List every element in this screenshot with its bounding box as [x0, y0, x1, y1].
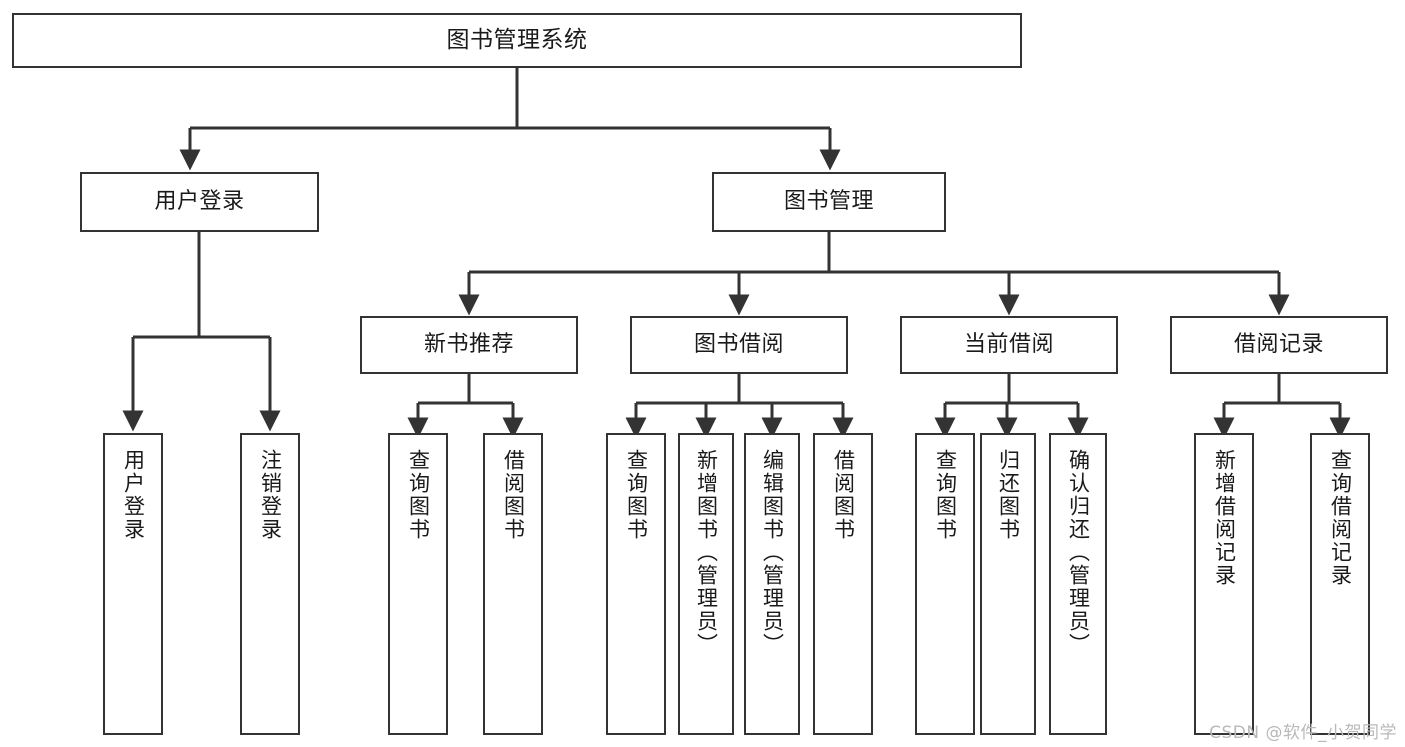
- node-label: 查询图书: [406, 449, 431, 541]
- node-book-borrow[interactable]: 图书借阅: [630, 316, 848, 374]
- leaf-current-borrow-return-book[interactable]: 归还图书: [980, 433, 1036, 735]
- node-label: 注销登录: [258, 449, 283, 541]
- node-label: 新书推荐: [423, 332, 514, 358]
- node-label: 查询图书: [624, 449, 649, 541]
- node-label: 借阅记录: [1233, 332, 1324, 358]
- leaf-user-login-logout[interactable]: 注销登录: [240, 433, 300, 735]
- node-label: 归还图书: [996, 449, 1021, 541]
- leaf-book-borrow-edit-book-admin[interactable]: 编辑图书（管理员）: [744, 433, 800, 735]
- leaf-borrow-record-query-record[interactable]: 查询借阅记录: [1310, 433, 1370, 735]
- leaf-book-borrow-borrow-book[interactable]: 借阅图书: [813, 433, 873, 735]
- leaf-book-borrow-query-book[interactable]: 查询图书: [606, 433, 666, 735]
- node-current-borrow[interactable]: 当前借阅: [900, 316, 1118, 374]
- node-label: 新增图书（管理员）: [694, 449, 719, 656]
- leaf-user-login-login[interactable]: 用户登录: [103, 433, 163, 735]
- node-label: 查询图书: [933, 449, 958, 541]
- leaf-new-book-borrow-book[interactable]: 借阅图书: [483, 433, 543, 735]
- node-label: 编辑图书（管理员）: [760, 449, 785, 656]
- node-new-book-recommend[interactable]: 新书推荐: [360, 316, 578, 374]
- node-label: 查询借阅记录: [1328, 449, 1353, 587]
- leaf-current-borrow-query-book[interactable]: 查询图书: [915, 433, 975, 735]
- node-label: 确认归还（管理员）: [1066, 449, 1091, 656]
- leaf-book-borrow-add-book-admin[interactable]: 新增图书（管理员）: [678, 433, 734, 735]
- node-label: 借阅图书: [831, 449, 856, 541]
- node-label: 当前借阅: [963, 332, 1054, 358]
- node-label: 用户登录: [154, 189, 245, 215]
- watermark-text: CSDN @软件_小贺同学: [1209, 723, 1397, 743]
- node-user-login[interactable]: 用户登录: [80, 172, 319, 232]
- node-book-management[interactable]: 图书管理: [712, 172, 946, 232]
- node-borrow-record[interactable]: 借阅记录: [1170, 316, 1388, 374]
- leaf-borrow-record-add-record[interactable]: 新增借阅记录: [1194, 433, 1254, 735]
- node-label: 图书管理: [783, 189, 874, 215]
- node-root-book-management-system[interactable]: 图书管理系统: [12, 13, 1022, 68]
- node-label: 借阅图书: [501, 449, 526, 541]
- leaf-new-book-query-book[interactable]: 查询图书: [388, 433, 448, 735]
- leaf-current-borrow-confirm-return-admin[interactable]: 确认归还（管理员）: [1049, 433, 1107, 735]
- node-label: 用户登录: [121, 449, 146, 541]
- node-label: 新增借阅记录: [1212, 449, 1237, 587]
- node-label: 图书借阅: [693, 332, 784, 358]
- node-label: 图书管理系统: [446, 27, 588, 54]
